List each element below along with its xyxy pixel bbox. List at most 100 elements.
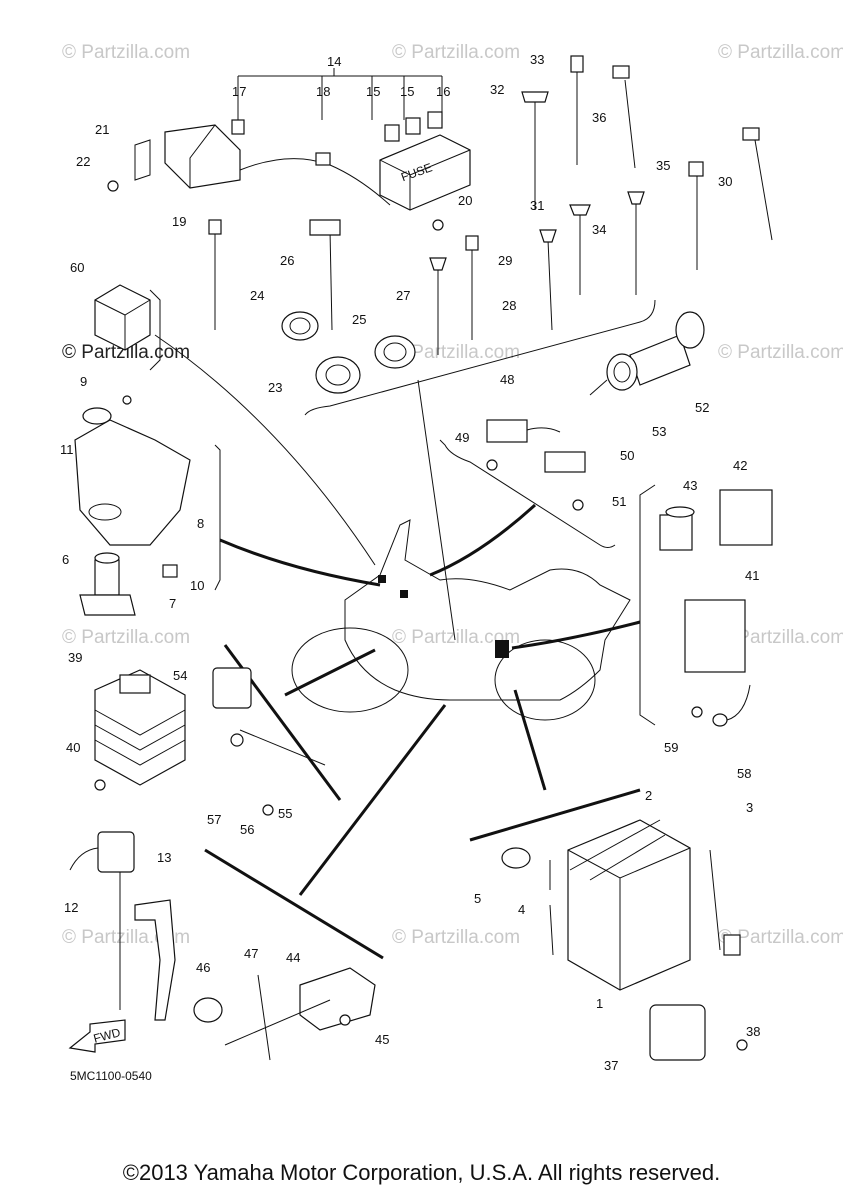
callout-label: 58	[737, 766, 751, 781]
callout-label: 19	[172, 214, 186, 229]
callout-label: 42	[733, 458, 747, 473]
callout-label: 30	[718, 174, 732, 189]
battery-lead-3	[709, 849, 721, 951]
callout-label: 15	[366, 84, 380, 99]
callout-label: 33	[530, 52, 544, 67]
sensor-parts-44-47	[193, 967, 376, 1061]
clamps-group	[281, 311, 416, 394]
leader-lines	[154, 334, 641, 960]
watermark: © Partzilla.com	[392, 927, 520, 948]
callout-label: 16	[436, 84, 450, 99]
watermark: © Partzilla.com	[718, 42, 843, 63]
callout-label: 32	[490, 82, 504, 97]
callout-label: 10	[190, 578, 204, 593]
callout-label: 8	[197, 516, 204, 531]
callout-label: 3	[746, 800, 753, 815]
callout-labels: 14 17 18 15 15 16 33 32 36 21 22 20 19 2…	[60, 52, 760, 1073]
callout-label: 40	[66, 740, 80, 755]
callout-label: 29	[498, 253, 512, 268]
sidestand-switch-12-13	[69, 831, 176, 1021]
fuse-16	[427, 111, 443, 129]
callout-label: 27	[396, 288, 410, 303]
fuse-17	[231, 119, 245, 135]
group-bracket-top	[304, 299, 656, 416]
callout-label: 18	[316, 84, 330, 99]
callout-label: 1	[596, 996, 603, 1011]
fwd-label: FWD	[92, 1025, 122, 1046]
group-bracket-mid	[439, 439, 616, 548]
screw-20	[432, 219, 444, 231]
callout-label: 22	[76, 154, 90, 169]
callout-label: 31	[530, 198, 544, 213]
callout-label: 13	[157, 850, 171, 865]
callout-label: 9	[80, 374, 87, 389]
callout-label: 7	[169, 596, 176, 611]
diagram-code: 5MC1100-0540	[70, 1069, 152, 1083]
accessory-socket-52	[589, 311, 705, 396]
fuse-box-part: FUSE	[379, 134, 471, 211]
battery-lead-4	[549, 860, 554, 956]
watermark: © Partzilla.com	[62, 627, 190, 648]
relay-part-60	[94, 284, 161, 371]
callout-label: 51	[612, 494, 626, 509]
callout-label: 52	[695, 400, 709, 415]
callout-label: 53	[652, 424, 666, 439]
callout-label: 17	[232, 84, 246, 99]
callout-label: 26	[280, 253, 294, 268]
callout-label: 57	[207, 812, 221, 827]
callout-label: 50	[620, 448, 634, 463]
connector-18	[315, 152, 331, 166]
callout-label: 14	[327, 54, 341, 69]
watermark: © Partzilla.com	[718, 342, 843, 363]
callout-label: 60	[70, 260, 84, 275]
motorcycle-outline	[291, 519, 631, 721]
watermark: © Partzilla.com	[62, 42, 190, 63]
wire-harness-lead	[239, 158, 391, 206]
watermark: © Partzilla.com	[62, 342, 190, 363]
callout-label: 43	[683, 478, 697, 493]
fuse-15b	[405, 117, 421, 135]
fwd-arrow-icon: FWD	[68, 1019, 126, 1053]
callout-label: 6	[62, 552, 69, 567]
callout-label: 2	[645, 788, 652, 803]
relay-part-21	[134, 124, 241, 189]
callout-label: 28	[502, 298, 516, 313]
regulator-part-39	[94, 669, 186, 791]
callout-label: 37	[604, 1058, 618, 1073]
cable-ties-group	[208, 55, 773, 355]
main-switch-part-6	[79, 552, 178, 616]
callout-label: 36	[592, 110, 606, 125]
callout-label: 15	[400, 84, 414, 99]
callout-label: 35	[656, 158, 670, 173]
callout-label: 4	[518, 902, 525, 917]
watermark: © Partzilla.com	[392, 42, 520, 63]
callout-label: 44	[286, 950, 300, 965]
starter-relay-37	[649, 1004, 748, 1061]
callout-label: 12	[64, 900, 78, 915]
callout-label: 48	[500, 372, 514, 387]
callout-label: 56	[240, 822, 254, 837]
callout-label: 41	[745, 568, 759, 583]
battery-location-marker	[495, 640, 509, 658]
callout-bracket-14	[237, 68, 443, 120]
bolt-22	[107, 180, 119, 192]
watermark: © Partzilla.com	[718, 927, 843, 948]
callout-label: 20	[458, 193, 472, 208]
battery-part-1	[567, 819, 691, 991]
callout-label: 38	[746, 1024, 760, 1039]
callout-label: 49	[455, 430, 469, 445]
callout-label: 21	[95, 122, 109, 137]
callout-label: 5	[474, 891, 481, 906]
watermark: © Partzilla.com	[392, 342, 520, 363]
callout-label: 59	[664, 740, 678, 755]
callout-label: 25	[352, 312, 366, 327]
main-switch-cover-part-8	[74, 395, 221, 591]
callout-label: 24	[250, 288, 264, 303]
relay-parts-41-43	[639, 484, 773, 727]
callout-label: 47	[244, 946, 258, 961]
battery-clamp-5	[501, 847, 531, 869]
callout-label: 34	[592, 222, 606, 237]
sensor-parts-54-57	[212, 667, 326, 816]
sensor-parts-48-50	[486, 419, 586, 511]
